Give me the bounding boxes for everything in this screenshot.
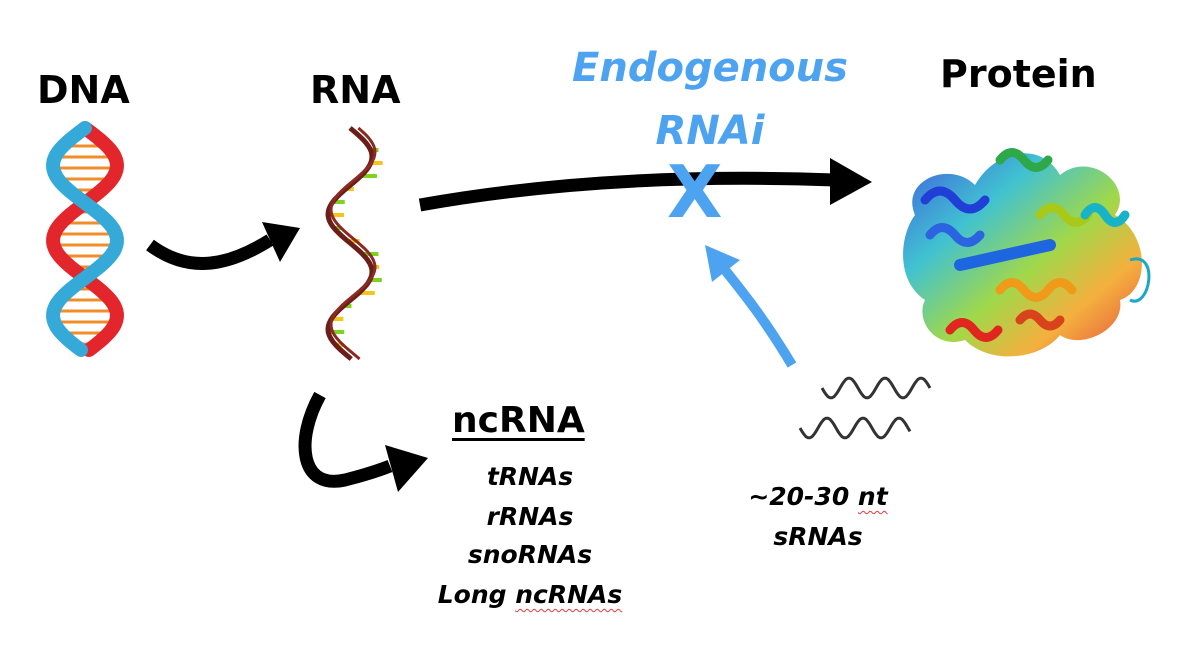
long-ncrna-prefix: Long bbox=[437, 580, 516, 609]
rnai-label-line1: Endogenous bbox=[572, 45, 848, 91]
arrow-srna-to-block bbox=[721, 266, 797, 368]
srna-size-label: ~20-30 nt bbox=[688, 482, 948, 511]
block-x-mark: X bbox=[667, 150, 723, 234]
ncrna-item: tRNAs bbox=[486, 462, 574, 491]
srna-name-label: sRNAs bbox=[773, 522, 863, 551]
arrow-rna-to-ncrna-head bbox=[385, 445, 428, 492]
rna-label: RNA bbox=[310, 68, 401, 112]
ncrna-title: ncRNA bbox=[452, 400, 585, 441]
ncrna-item-long: Long ncRNAs bbox=[400, 580, 660, 609]
arrow-dna-to-rna bbox=[146, 234, 274, 270]
ncrna-item: rRNAs bbox=[486, 502, 574, 531]
arrow-rna-to-protein bbox=[418, 171, 836, 212]
arrow-rna-to-protein-head bbox=[830, 158, 872, 205]
arrow-rna-to-ncrna bbox=[298, 391, 393, 488]
small-rna-duplex-icon bbox=[798, 376, 932, 440]
rna-strand-icon bbox=[325, 126, 383, 361]
ncrna-item: snoRNAs bbox=[467, 540, 593, 569]
arrow-srna-to-block-head bbox=[705, 245, 740, 282]
srna-size-unit: nt bbox=[857, 482, 888, 511]
dna-double-helix-icon bbox=[46, 121, 124, 357]
arrow-dna-to-rna-head bbox=[262, 222, 300, 262]
long-ncrna-word: ncRNAs bbox=[515, 580, 623, 609]
rnai-label-line2: RNAi bbox=[655, 108, 765, 154]
dna-label: DNA bbox=[37, 68, 130, 112]
srna-size-prefix: ~20-30 bbox=[748, 482, 858, 511]
protein-label: Protein bbox=[940, 52, 1097, 96]
protein-structure-icon bbox=[903, 148, 1151, 357]
